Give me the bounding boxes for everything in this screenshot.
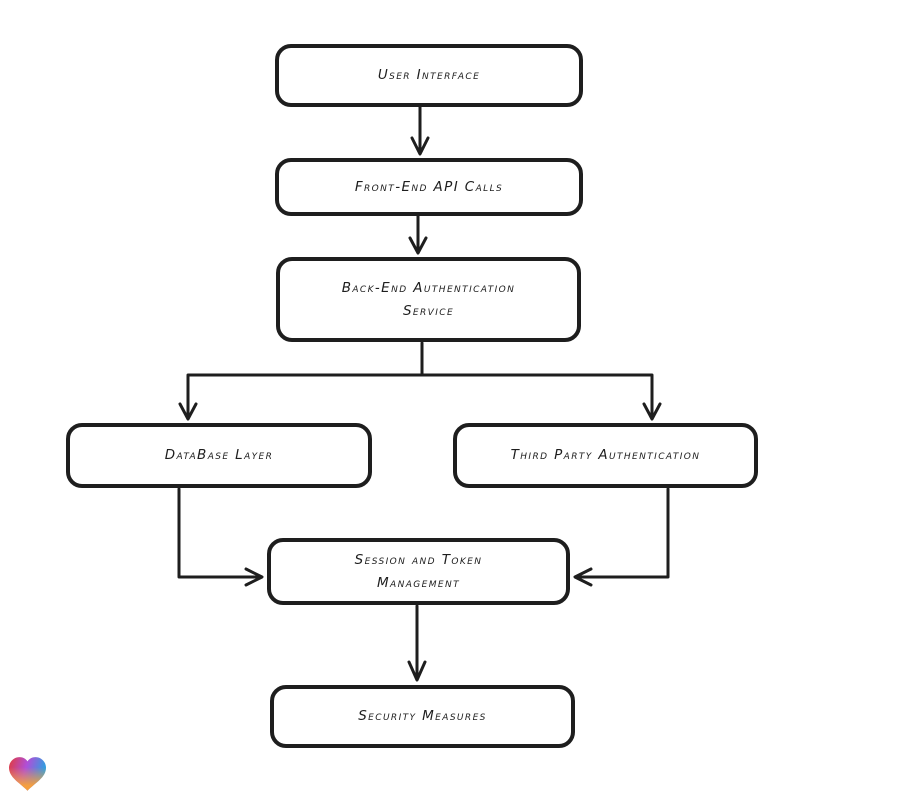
node-third-party-authentication: Third Party Authentication xyxy=(453,423,758,488)
heart-shape-overlay xyxy=(9,757,46,791)
connector-backend-branch xyxy=(186,341,654,418)
arrowhead-left-icon xyxy=(573,567,593,587)
arrowhead-down-icon xyxy=(407,660,427,682)
node-label: Third Party Authentication xyxy=(510,447,701,464)
node-front-end-api-calls: Front-End API Calls xyxy=(275,158,583,216)
node-label: Security Measures xyxy=(358,708,487,725)
node-session-and-token-management: Session and Token Management xyxy=(267,538,570,605)
heart-logo[interactable] xyxy=(9,757,46,792)
node-label: DataBase Layer xyxy=(164,447,274,464)
node-database-layer: DataBase Layer xyxy=(66,423,372,488)
arrowhead-down-icon xyxy=(178,402,198,421)
connector-thirdparty-to-session xyxy=(576,487,670,579)
node-label: Front-End API Calls xyxy=(354,178,504,195)
node-user-interface: User Interface xyxy=(275,44,583,107)
arrowhead-down-icon xyxy=(410,136,430,156)
node-back-end-authentication-service: Back-End Authentication Service xyxy=(276,257,581,342)
node-label: Session and Token Management xyxy=(354,552,483,591)
node-label: User Interface xyxy=(377,67,481,84)
arrowhead-right-icon xyxy=(244,567,264,587)
arrowhead-down-icon xyxy=(642,402,662,421)
arrowhead-down-icon xyxy=(408,236,428,255)
node-label: Back-End Authentication Service xyxy=(341,280,516,319)
node-security-measures: Security Measures xyxy=(270,685,575,748)
connector-database-to-session xyxy=(177,487,261,579)
